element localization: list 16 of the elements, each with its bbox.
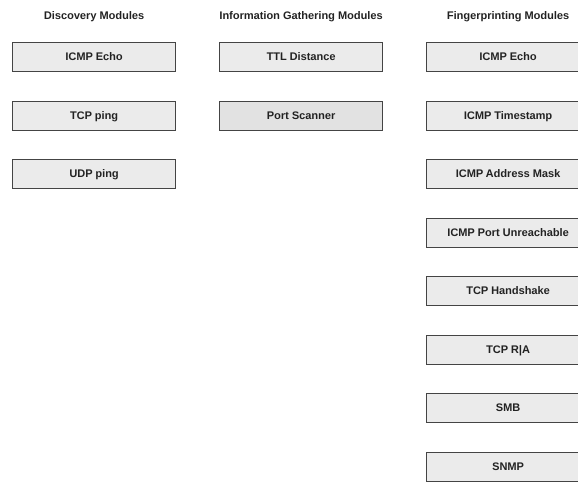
module-box: TCP R|A bbox=[426, 334, 578, 364]
module-box: ICMP Echo bbox=[426, 42, 578, 72]
module-box: TCP ping bbox=[12, 100, 176, 130]
module-box: TTL Distance bbox=[219, 42, 383, 72]
module-box: UDP ping bbox=[12, 159, 176, 189]
module-box: SMB bbox=[426, 393, 578, 423]
module-box: ICMP Port Unreachable bbox=[426, 218, 578, 248]
column-heading: Discovery Modules bbox=[42, 10, 146, 22]
module-box: TCP Handshake bbox=[426, 276, 578, 306]
column-heading: Fingerprinting Modules bbox=[446, 10, 570, 22]
column-heading: Information Gathering Modules bbox=[218, 10, 384, 22]
module-box: ICMP Address Mask bbox=[426, 159, 578, 189]
module-box: Port Scanner bbox=[219, 100, 383, 130]
module-box: SNMP bbox=[426, 452, 578, 482]
module-box: ICMP Timestamp bbox=[426, 100, 578, 130]
module-box: ICMP Echo bbox=[12, 42, 176, 72]
